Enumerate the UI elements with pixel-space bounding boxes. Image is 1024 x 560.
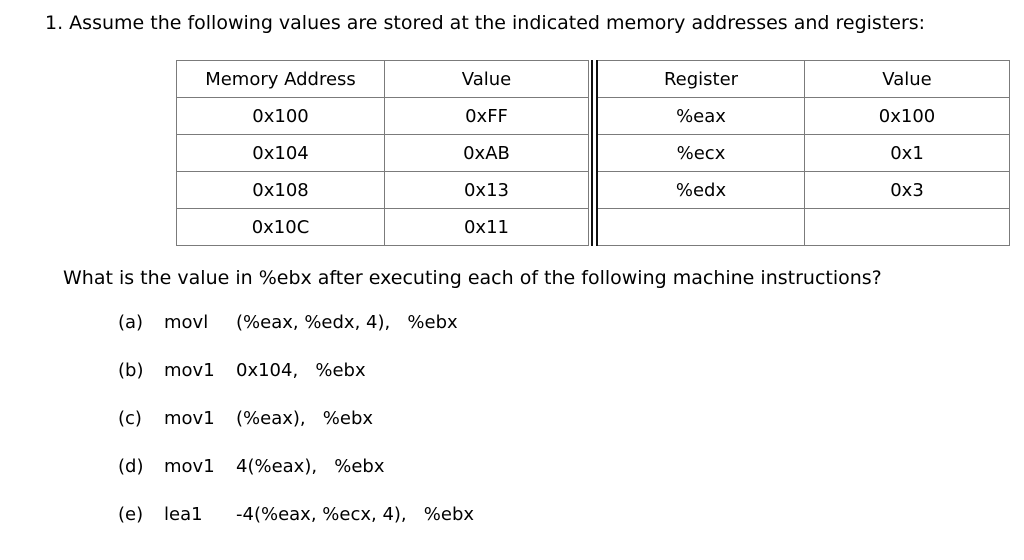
instruction-operands: 4(%eax), %ebx [236, 456, 385, 477]
question-heading: 1. Assume the following values are store… [45, 12, 926, 34]
instruction-label: (e) [118, 504, 144, 525]
table-row: %edx 0x3 [597, 171, 1010, 209]
instruction-label: (b) [118, 360, 144, 381]
register-name-cell: %edx [597, 171, 805, 209]
instruction-list: (a) movl (%eax, %edx, 4), %ebx (b) mov1 … [118, 312, 978, 552]
table-row: %eax 0x100 [597, 97, 1010, 135]
memory-value-cell: 0xFF [384, 97, 589, 135]
instruction-mnemonic: lea1 [164, 504, 203, 525]
memory-table-header-address: Memory Address [176, 60, 385, 98]
memory-table-header-row: Memory Address Value [176, 60, 589, 98]
register-table-header-row: Register Value [597, 60, 1010, 98]
table-row: %ecx 0x1 [597, 134, 1010, 172]
list-item: (a) movl (%eax, %edx, 4), %ebx [118, 312, 978, 360]
memory-address-cell: 0x10C [176, 208, 385, 246]
memory-value-cell: 0xAB [384, 134, 589, 172]
question-prompt: What is the value in %ebx after executin… [63, 267, 882, 289]
register-value-cell: 0x100 [804, 97, 1010, 135]
instruction-operands: (%eax), %ebx [236, 408, 374, 429]
instruction-mnemonic: mov1 [164, 360, 215, 381]
register-value-cell: 0x3 [804, 171, 1010, 209]
table-row: 0x108 0x13 [176, 171, 589, 209]
memory-table: Memory Address Value 0x100 0xFF 0x104 0x… [176, 60, 589, 246]
table-row: 0x10C 0x11 [176, 208, 589, 246]
memory-value-cell: 0x11 [384, 208, 589, 246]
register-value-cell [804, 208, 1010, 246]
register-value-cell: 0x1 [804, 134, 1010, 172]
list-item: (b) mov1 0x104, %ebx [118, 360, 978, 408]
register-name-cell: %ecx [597, 134, 805, 172]
register-name-cell [597, 208, 805, 246]
register-table-header-register: Register [597, 60, 805, 98]
table-row: 0x104 0xAB [176, 134, 589, 172]
register-table: Register Value %eax 0x100 %ecx 0x1 %edx … [597, 60, 1010, 246]
instruction-label: (c) [118, 408, 142, 429]
table-row: 0x100 0xFF [176, 97, 589, 135]
tables-container: Memory Address Value 0x100 0xFF 0x104 0x… [176, 60, 1010, 246]
instruction-label: (a) [118, 312, 144, 333]
table-row [597, 208, 1010, 246]
instruction-operands: (%eax, %edx, 4), %ebx [236, 312, 458, 333]
table-double-divider [589, 60, 598, 246]
memory-table-header-value: Value [384, 60, 589, 98]
list-item: (d) mov1 4(%eax), %ebx [118, 456, 978, 504]
register-name-cell: %eax [597, 97, 805, 135]
memory-value-cell: 0x13 [384, 171, 589, 209]
instruction-mnemonic: mov1 [164, 456, 215, 477]
list-item: (c) mov1 (%eax), %ebx [118, 408, 978, 456]
instruction-mnemonic: movl [164, 312, 209, 333]
instruction-mnemonic: mov1 [164, 408, 215, 429]
register-table-header-value: Value [804, 60, 1010, 98]
memory-address-cell: 0x104 [176, 134, 385, 172]
memory-address-cell: 0x100 [176, 97, 385, 135]
instruction-operands: -4(%eax, %ecx, 4), %ebx [236, 504, 475, 525]
memory-address-cell: 0x108 [176, 171, 385, 209]
instruction-operands: 0x104, %ebx [236, 360, 366, 381]
instruction-label: (d) [118, 456, 144, 477]
list-item: (e) lea1 -4(%eax, %ecx, 4), %ebx [118, 504, 978, 552]
